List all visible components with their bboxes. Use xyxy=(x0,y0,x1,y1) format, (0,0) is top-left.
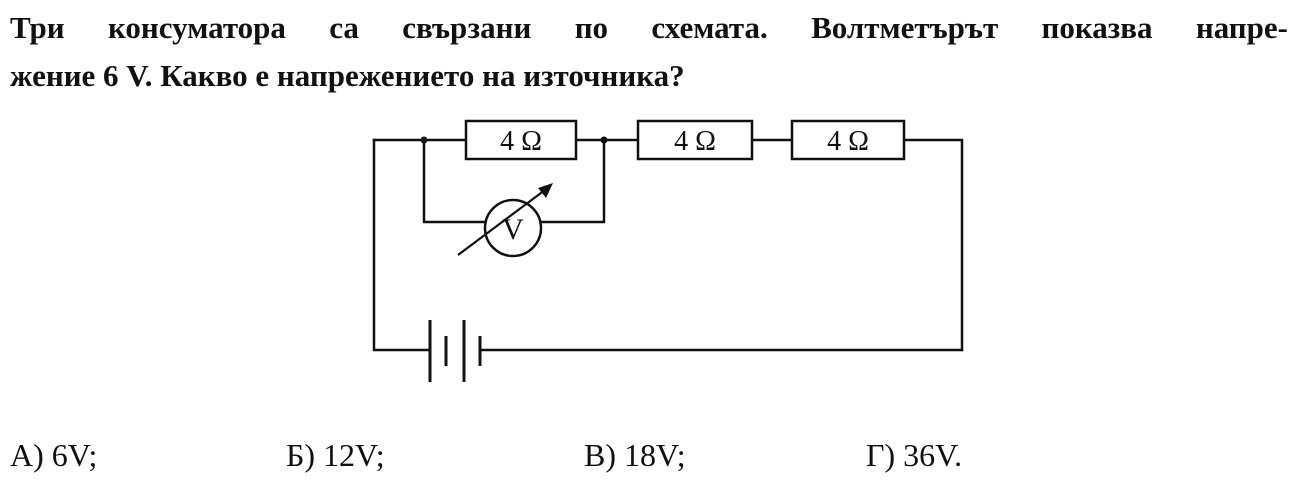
junction-dot-right xyxy=(600,136,608,144)
resistor-1: 4 Ω xyxy=(464,119,578,161)
wire-left xyxy=(372,138,432,352)
resistor-2-label: 4 Ω xyxy=(674,126,716,157)
resistor-3-label: 4 Ω xyxy=(827,126,869,157)
answer-d: Г) 36V. xyxy=(866,437,963,473)
wire-top-right xyxy=(902,138,964,352)
question-text: Три консуматора са свързани по схемата. … xyxy=(10,4,1288,100)
answer-a: А) 6V; xyxy=(10,437,98,473)
voltmeter-arrow xyxy=(457,186,550,256)
question-line-2: жение 6 V. Какво е напрежението на източ… xyxy=(10,58,685,93)
resistor-2: 4 Ω xyxy=(636,119,754,161)
junction-dot-left xyxy=(420,136,428,144)
resistor-3: 4 Ω xyxy=(790,119,906,161)
resistor-1-label: 4 Ω xyxy=(500,126,542,157)
answer-c: В) 18V; xyxy=(584,437,686,473)
wire-voltmeter-branch xyxy=(422,138,606,224)
voltmeter: V xyxy=(457,183,553,258)
voltmeter-label: V xyxy=(502,213,524,246)
answer-b: Б) 12V; xyxy=(286,437,385,473)
battery-symbol xyxy=(428,320,482,382)
answer-options: А) 6V; Б) 12V; В) 18V; Г) 36V. xyxy=(0,433,1296,483)
question-line-1: Три консуматора са свързани по схемата. … xyxy=(10,10,1288,45)
voltmeter-arrowhead xyxy=(538,183,553,198)
